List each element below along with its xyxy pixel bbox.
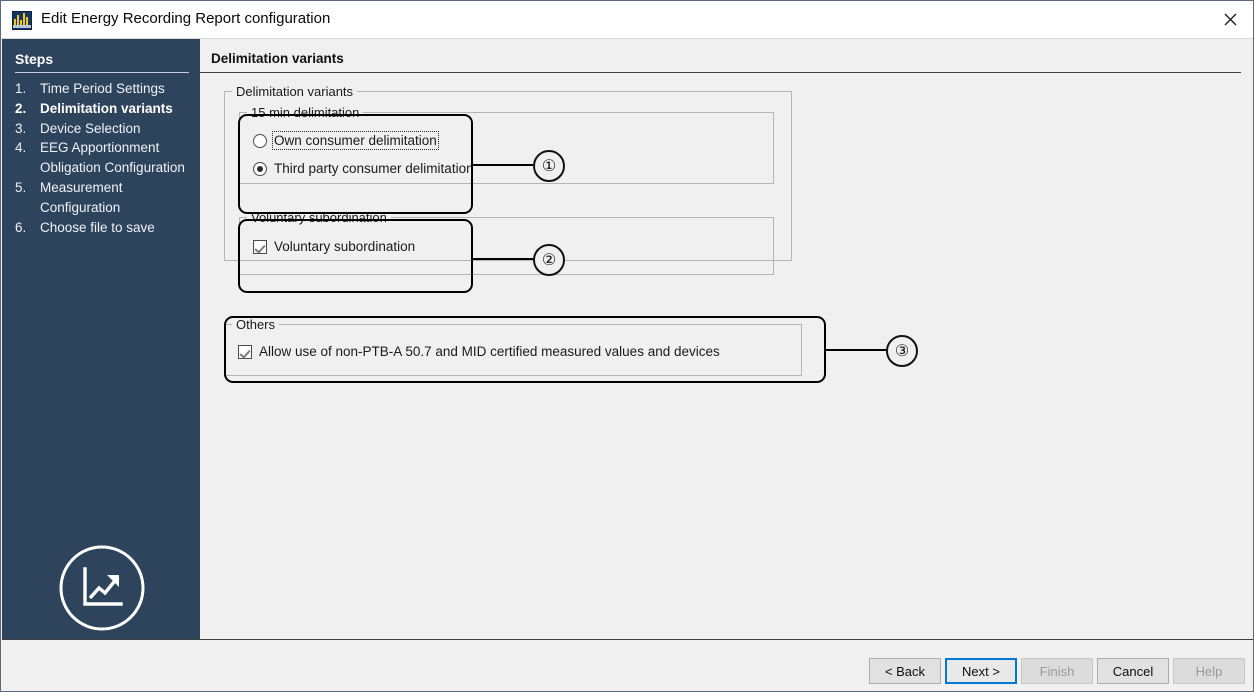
sidebar-step-3[interactable]: 3. Device Selection [15,119,195,139]
checkbox-allow-non-ptb-mid[interactable]: Allow use of non-PTB-A 50.7 and MID cert… [238,344,720,359]
steps-sidebar: Steps 1. Time Period Settings 2. Delimit… [2,39,200,639]
group-delimitation-variants: Delimitation variants 15 min delimitatio… [224,84,792,275]
step-number: 2. [15,100,27,116]
annotation-connector-2 [472,258,533,260]
sidebar-step-4[interactable]: 4. EEG Apportionment Obligation Configur… [15,138,195,178]
step-label: Time Period Settings [40,81,165,96]
help-button: Help [1173,658,1245,684]
radio-own-consumer-delimitation[interactable]: Own consumer delimitation [253,131,439,150]
steps-divider [15,72,189,73]
group-legend: Delimitation variants [232,84,358,99]
step-number: 6. [15,219,27,235]
radio-indicator[interactable] [253,161,267,176]
group-15-min-delimitation: 15 min delimitation Own consumer delimit… [239,105,774,184]
steps-list: 1. Time Period Settings 2. Delimitation … [15,79,195,237]
step-number: 4. [15,140,27,156]
checkbox-indicator[interactable] [253,239,267,254]
step-label: EEG Apportionment Obligation Configurati… [40,140,185,176]
checkbox-voluntary-subordination[interactable]: Voluntary subordination [253,239,415,254]
content-pane: Delimitation variants Delimitation varia… [200,39,1253,639]
window-title: Edit Energy Recording Report configurati… [41,10,331,27]
step-label: Measurement Configuration [40,179,123,215]
step-number: 1. [15,81,27,96]
annotation-connector-1 [472,164,533,166]
cancel-button[interactable]: Cancel [1097,658,1169,684]
energy-chart-icon [12,11,32,30]
back-button[interactable]: < Back [869,658,941,684]
group-legend: 15 min delimitation [247,105,364,120]
checkbox-label: Voluntary subordination [274,239,416,254]
step-label: Device Selection [40,120,141,136]
step-label: Delimitation variants [40,100,173,116]
checkbox-label: Allow use of non-PTB-A 50.7 and MID cert… [259,344,720,359]
sidebar-step-1[interactable]: 1. Time Period Settings [15,79,195,99]
annotation-connector-3 [825,349,886,351]
radio-third-party-consumer-delimitation[interactable]: Third party consumer delimitation [253,161,474,176]
radio-label: Own consumer delimitation [272,131,439,150]
group-legend: Others [232,317,280,332]
annotation-callout-2: ② [533,244,565,276]
page-title-divider [200,72,1241,73]
group-legend: Voluntary subordination [247,210,391,225]
group-others: Others Allow use of non-PTB-A 50.7 and M… [224,317,802,376]
step-number: 3. [15,120,27,136]
finish-button: Finish [1021,658,1093,684]
step-label: Choose file to save [40,219,155,235]
sidebar-step-6[interactable]: 6. Choose file to save [15,218,195,238]
dialog-footer: < Back Next > Finish Cancel Help [2,639,1253,691]
title-bar: Edit Energy Recording Report configurati… [1,1,1253,39]
sidebar-step-2[interactable]: 2. Delimitation variants [15,99,195,119]
page-title: Delimitation variants [211,51,344,66]
step-number: 5. [15,179,27,195]
trending-chart-circle-logo [58,544,146,632]
close-icon[interactable] [1207,1,1253,38]
sidebar-step-5[interactable]: 5. Measurement Configuration [15,178,195,218]
radio-indicator[interactable] [253,133,267,148]
steps-heading: Steps [15,51,54,67]
radio-label: Third party consumer delimitation [274,161,474,176]
annotation-callout-1: ① [533,150,565,182]
group-voluntary-subordination: Voluntary subordination Voluntary subord… [239,210,774,275]
checkbox-indicator[interactable] [238,344,252,359]
next-button[interactable]: Next > [945,658,1017,684]
annotation-callout-3: ③ [886,335,918,367]
